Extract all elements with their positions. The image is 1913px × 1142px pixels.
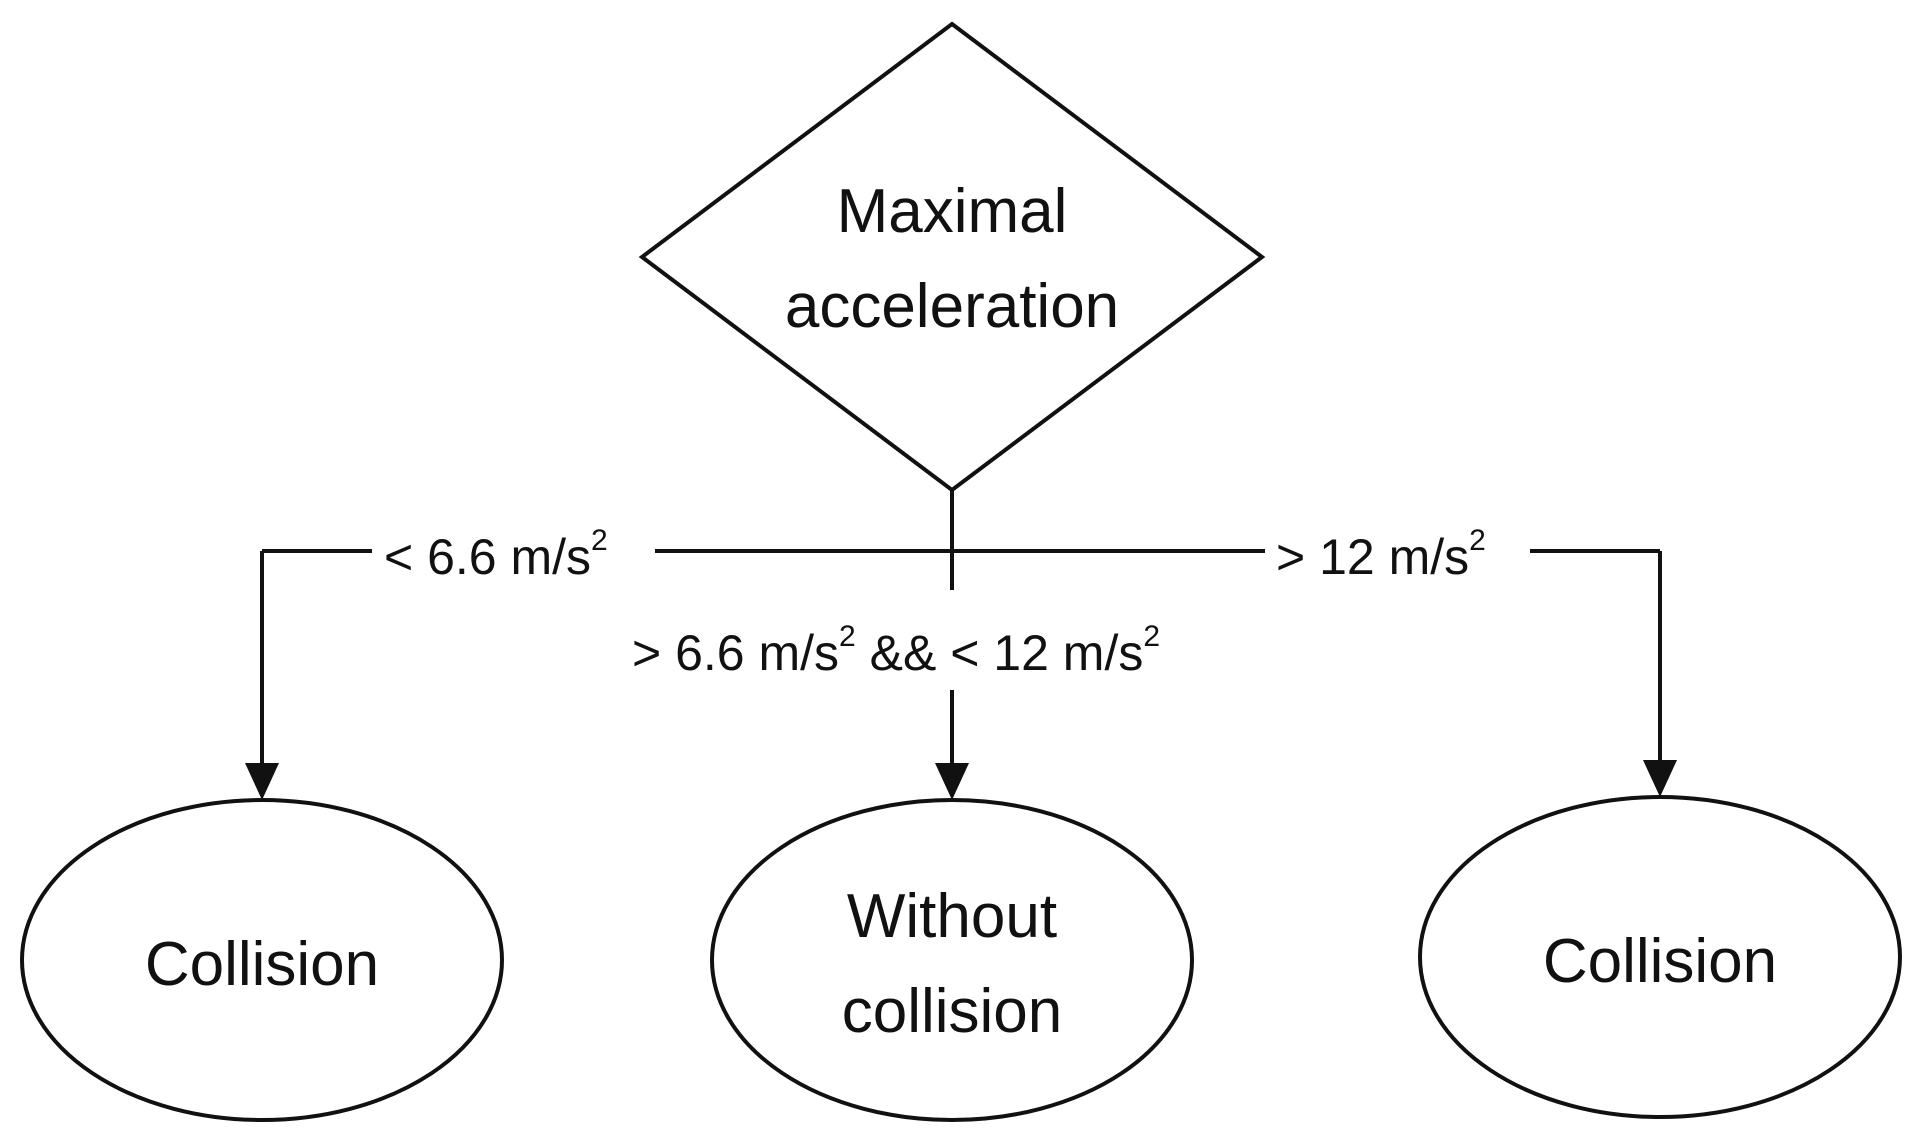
outcome-middle-label-line1: Without xyxy=(847,882,1057,951)
right-arrowhead xyxy=(1643,760,1677,797)
decision-label-line1: Maximal xyxy=(837,177,1068,246)
outcome-left-ellipse xyxy=(20,798,504,1122)
outcome-left-label: Collision xyxy=(145,930,379,999)
left-arrowhead xyxy=(245,763,279,800)
left-branch-label: < 6.6 m/s2 xyxy=(384,524,608,585)
outcome-right-label: Collision xyxy=(1543,927,1777,996)
decision-diamond xyxy=(638,21,1266,493)
right-branch-label: > 12 m/s2 xyxy=(1276,524,1486,585)
middle-arrowhead xyxy=(935,763,969,800)
outcome-middle-ellipse xyxy=(710,798,1194,1122)
decision-label-line2: acceleration xyxy=(785,272,1119,341)
outcome-middle-label-line2: collision xyxy=(842,977,1063,1046)
outcome-right-ellipse xyxy=(1418,795,1902,1119)
middle-branch-label: > 6.6 m/s2 && < 12 m/s2 xyxy=(632,620,1160,681)
